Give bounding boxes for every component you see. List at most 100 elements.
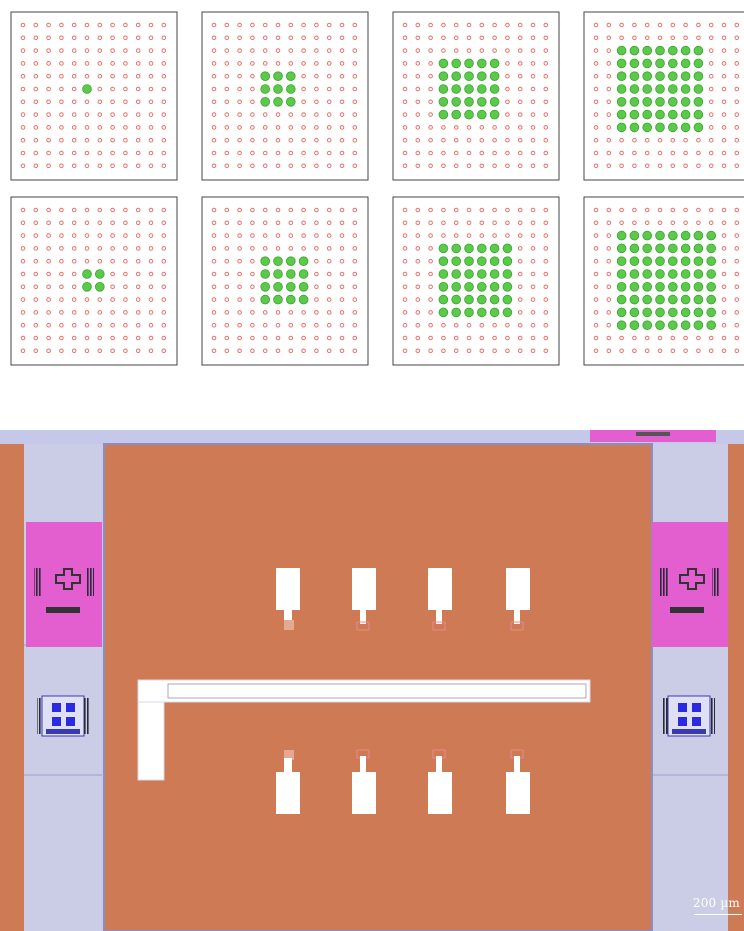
active-electrode-dot: [643, 295, 652, 304]
active-electrode-dot: [694, 46, 703, 55]
active-electrode-dot: [643, 321, 652, 330]
active-electrode-dot: [694, 85, 703, 94]
active-electrode-dot: [477, 295, 486, 304]
active-electrode-dot: [656, 257, 665, 266]
active-electrode-dot: [465, 295, 474, 304]
active-electrode-dot: [95, 270, 104, 279]
active-electrode-dot: [452, 308, 461, 317]
active-electrode-dot: [261, 295, 270, 304]
active-electrode-dot: [668, 231, 677, 240]
active-electrode-dot: [299, 270, 308, 279]
electrode-grid-panels: [0, 0, 744, 380]
active-electrode-dot: [656, 46, 665, 55]
active-electrode-dot: [439, 110, 448, 119]
active-electrode-dot: [656, 231, 665, 240]
active-electrode-dot: [274, 97, 283, 106]
active-electrode-dot: [477, 282, 486, 291]
active-electrode-dot: [274, 85, 283, 94]
active-electrode-dot: [681, 244, 690, 253]
active-electrode-dot: [490, 257, 499, 266]
active-electrode-dot: [643, 85, 652, 94]
grid-panel: [584, 197, 744, 365]
active-electrode-dot: [83, 270, 92, 279]
active-electrode-dot: [707, 295, 716, 304]
active-electrode-dot: [630, 321, 639, 330]
active-electrode-dot: [83, 282, 92, 291]
active-electrode-dot: [261, 72, 270, 81]
active-electrode-dot: [286, 85, 295, 94]
active-electrode-dot: [668, 282, 677, 291]
active-electrode-dot: [656, 244, 665, 253]
active-electrode-dot: [668, 46, 677, 55]
active-electrode-dot: [490, 97, 499, 106]
active-electrode-dot: [274, 270, 283, 279]
active-electrode-dot: [617, 59, 626, 68]
active-electrode-dot: [477, 85, 486, 94]
active-electrode-dot: [617, 282, 626, 291]
active-electrode-dot: [707, 270, 716, 279]
active-electrode-dot: [694, 321, 703, 330]
active-electrode-dot: [694, 231, 703, 240]
active-electrode-dot: [694, 244, 703, 253]
active-electrode-dot: [656, 123, 665, 132]
active-electrode-dot: [643, 59, 652, 68]
active-electrode-dot: [83, 85, 92, 94]
active-electrode-dot: [694, 123, 703, 132]
active-electrode-dot: [668, 295, 677, 304]
active-electrode-dot: [630, 244, 639, 253]
active-electrode-dot: [681, 97, 690, 106]
active-electrode-dot: [452, 110, 461, 119]
active-electrode-dot: [694, 72, 703, 81]
active-electrode-dot: [286, 295, 295, 304]
active-electrode-dot: [452, 85, 461, 94]
active-electrode-dot: [707, 231, 716, 240]
active-electrode-dot: [656, 270, 665, 279]
active-electrode-dot: [681, 72, 690, 81]
active-electrode-dot: [477, 308, 486, 317]
active-electrode-dot: [643, 110, 652, 119]
active-electrode-dot: [707, 244, 716, 253]
active-electrode-dot: [694, 110, 703, 119]
active-electrode-dot: [503, 295, 512, 304]
active-electrode-dot: [617, 295, 626, 304]
active-electrode-dot: [630, 270, 639, 279]
active-electrode-dot: [477, 110, 486, 119]
active-electrode-dot: [656, 85, 665, 94]
active-electrode-dot: [465, 282, 474, 291]
active-electrode-dot: [439, 85, 448, 94]
active-electrode-dot: [630, 295, 639, 304]
active-electrode-dot: [643, 244, 652, 253]
right-test-structure-icon: [663, 696, 715, 736]
active-electrode-dot: [452, 244, 461, 253]
grid-panel: [202, 12, 368, 180]
active-electrode-dot: [630, 282, 639, 291]
active-electrode-dot: [694, 257, 703, 266]
active-electrode-dot: [439, 244, 448, 253]
grid-panel: [393, 12, 559, 180]
active-electrode-dot: [286, 97, 295, 106]
active-electrode-dot: [656, 97, 665, 106]
left-channel: [24, 444, 102, 931]
active-electrode-dot: [681, 46, 690, 55]
active-electrode-dot: [274, 282, 283, 291]
active-electrode-dot: [439, 295, 448, 304]
active-electrode-dot: [707, 308, 716, 317]
active-electrode-dot: [286, 282, 295, 291]
active-electrode-dot: [630, 97, 639, 106]
active-electrode-dot: [439, 97, 448, 106]
active-electrode-dot: [694, 308, 703, 317]
active-electrode-dot: [630, 308, 639, 317]
active-electrode-dot: [490, 282, 499, 291]
active-electrode-dot: [477, 97, 486, 106]
active-electrode-dot: [465, 244, 474, 253]
active-electrode-dot: [707, 282, 716, 291]
active-electrode-dot: [643, 257, 652, 266]
active-electrode-dot: [681, 308, 690, 317]
active-electrode-dot: [286, 270, 295, 279]
active-electrode-dot: [681, 59, 690, 68]
active-electrode-dot: [668, 72, 677, 81]
active-electrode-dot: [299, 295, 308, 304]
active-electrode-dot: [643, 72, 652, 81]
active-electrode-dot: [656, 295, 665, 304]
active-electrode-dot: [617, 123, 626, 132]
